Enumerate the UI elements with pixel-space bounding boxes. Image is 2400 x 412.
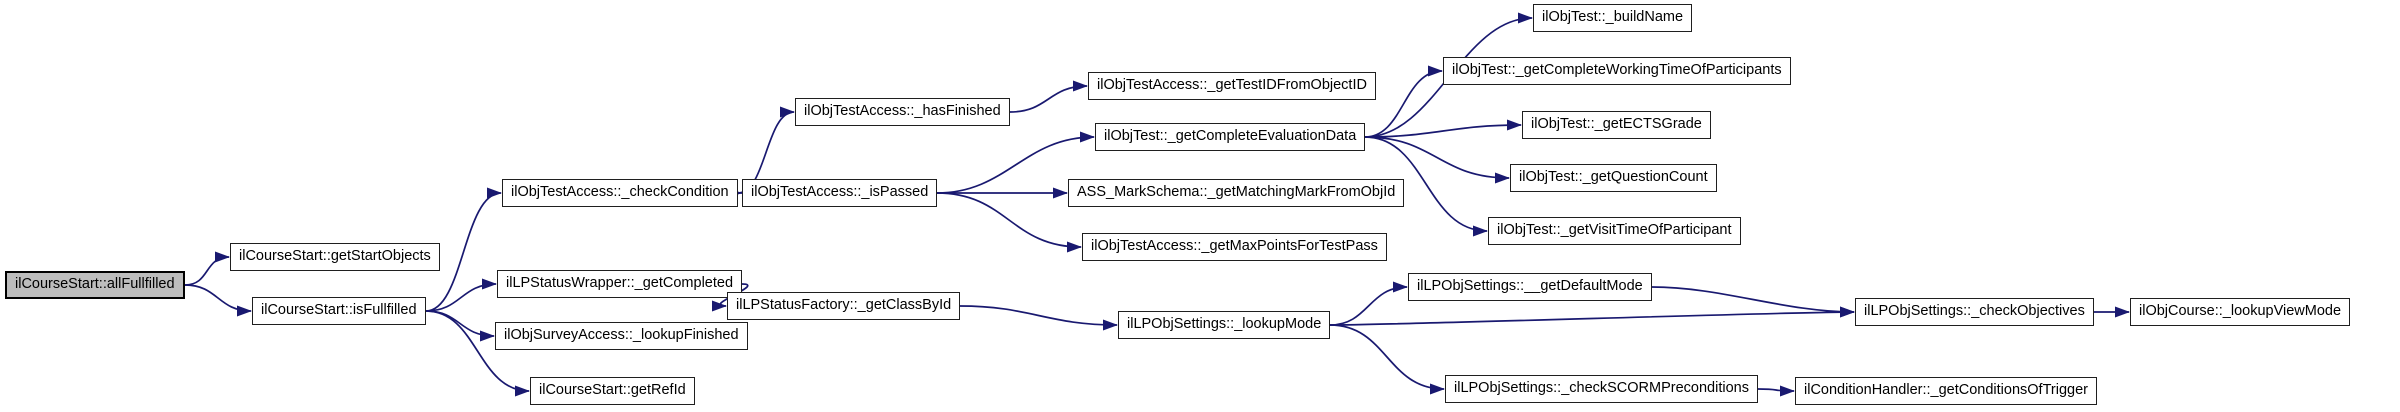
call-graph-node[interactable]: ilObjTest::_getQuestionCount xyxy=(1510,164,1717,192)
call-edge-lookupMode-to-getDefaultMode xyxy=(1329,281,1408,326)
call-edge-hasFinished-to-getTestIDFromObjectID xyxy=(1009,80,1088,113)
call-graph-node[interactable]: ilObjTestAccess::_getMaxPointsForTestPas… xyxy=(1082,233,1387,261)
call-graph-node[interactable]: ilObjTestAccess::_getTestIDFromObjectID xyxy=(1088,72,1376,100)
call-edge-isPassed-to-getCompleteEvaluationData xyxy=(936,131,1095,194)
call-edge-getDefaultMode-to-checkObjectives xyxy=(1651,286,1855,318)
call-graph-node[interactable]: ilObjTest::_getECTSGrade xyxy=(1522,111,1711,139)
call-edge-isFullfilled-to-getRefId xyxy=(425,310,530,397)
call-graph-node[interactable]: ilLPObjSettings::_lookupMode xyxy=(1118,311,1331,339)
call-edge-allFullfilled-to-getStartObjects xyxy=(184,251,230,286)
call-graph-node[interactable]: ilCourseStart::getRefId xyxy=(530,377,695,405)
call-edge-isFullfilled-to-checkCondition xyxy=(425,187,502,312)
call-graph-node[interactable]: ilLPObjSettings::__getDefaultMode xyxy=(1408,273,1652,301)
call-graph-node[interactable]: ilLPStatusFactory::_getClassById xyxy=(727,292,961,320)
call-graph-node[interactable]: ilLPStatusWrapper::_getCompleted xyxy=(497,270,743,298)
call-edge-lookupMode-to-checkSCORMPreconditions xyxy=(1329,324,1445,395)
call-edge-getCompleteEvaluationData-to-getVisitTimeOfParticipant xyxy=(1364,136,1488,237)
call-graph-root-node: ilCourseStart::allFullfilled xyxy=(5,271,185,299)
call-edge-getCompleteEvaluationData-to-getCompleteWorkingTimeOfParticipants xyxy=(1364,65,1443,138)
call-edge-isFullfilled-to-getCompleted xyxy=(425,278,497,312)
call-graph-node[interactable]: ilLPObjSettings::_checkSCORMPrecondition… xyxy=(1445,375,1758,403)
call-graph-node[interactable]: ilObjTest::_buildName xyxy=(1533,4,1693,32)
call-graph-node[interactable]: ilObjTestAccess::_checkCondition xyxy=(502,179,738,207)
call-edge-isFullfilled-to-lookupFinished xyxy=(425,310,495,342)
call-graph-node[interactable]: ilObjCourse::_lookupViewMode xyxy=(2130,298,2351,326)
call-graph-node[interactable]: ilConditionHandler::_getConditionsOfTrig… xyxy=(1795,377,2097,405)
call-edge-lookupMode-to-checkObjectives xyxy=(1329,306,1855,326)
call-graph-node[interactable]: ilObjTest::_getCompleteEvaluationData xyxy=(1095,123,1366,151)
call-graph-node[interactable]: ilObjTest::_getVisitTimeOfParticipant xyxy=(1488,217,1741,245)
call-edge-getClassById-to-lookupMode xyxy=(959,305,1118,331)
call-edge-getCompleteEvaluationData-to-getQuestionCount xyxy=(1364,136,1510,184)
call-graph-node[interactable]: ASS_MarkSchema::_getMatchingMarkFromObjI… xyxy=(1068,179,1405,207)
call-graph-node[interactable]: ilObjTest::_getCompleteWorkingTimeOfPart… xyxy=(1443,57,1791,85)
call-edge-allFullfilled-to-isFullfilled xyxy=(184,284,252,317)
call-graph-node[interactable]: ilObjTestAccess::_isPassed xyxy=(742,179,938,207)
call-graph-node[interactable]: ilLPObjSettings::_checkObjectives xyxy=(1855,298,2094,326)
call-edge-checkSCORMPreconditions-to-getConditionsOfTrigger xyxy=(1757,385,1795,397)
call-graph-node[interactable]: ilCourseStart::isFullfilled xyxy=(252,297,426,325)
call-edge-getCompleteEvaluationData-to-getECTSGrade xyxy=(1364,119,1522,138)
call-graph-node[interactable]: ilObjTestAccess::_hasFinished xyxy=(795,98,1010,126)
call-graph-node[interactable]: ilObjSurveyAccess::_lookupFinished xyxy=(495,322,748,350)
call-edge-isPassed-to-getMaxPointsForTestPass xyxy=(936,192,1082,253)
call-graph-node[interactable]: ilCourseStart::getStartObjects xyxy=(230,243,440,271)
